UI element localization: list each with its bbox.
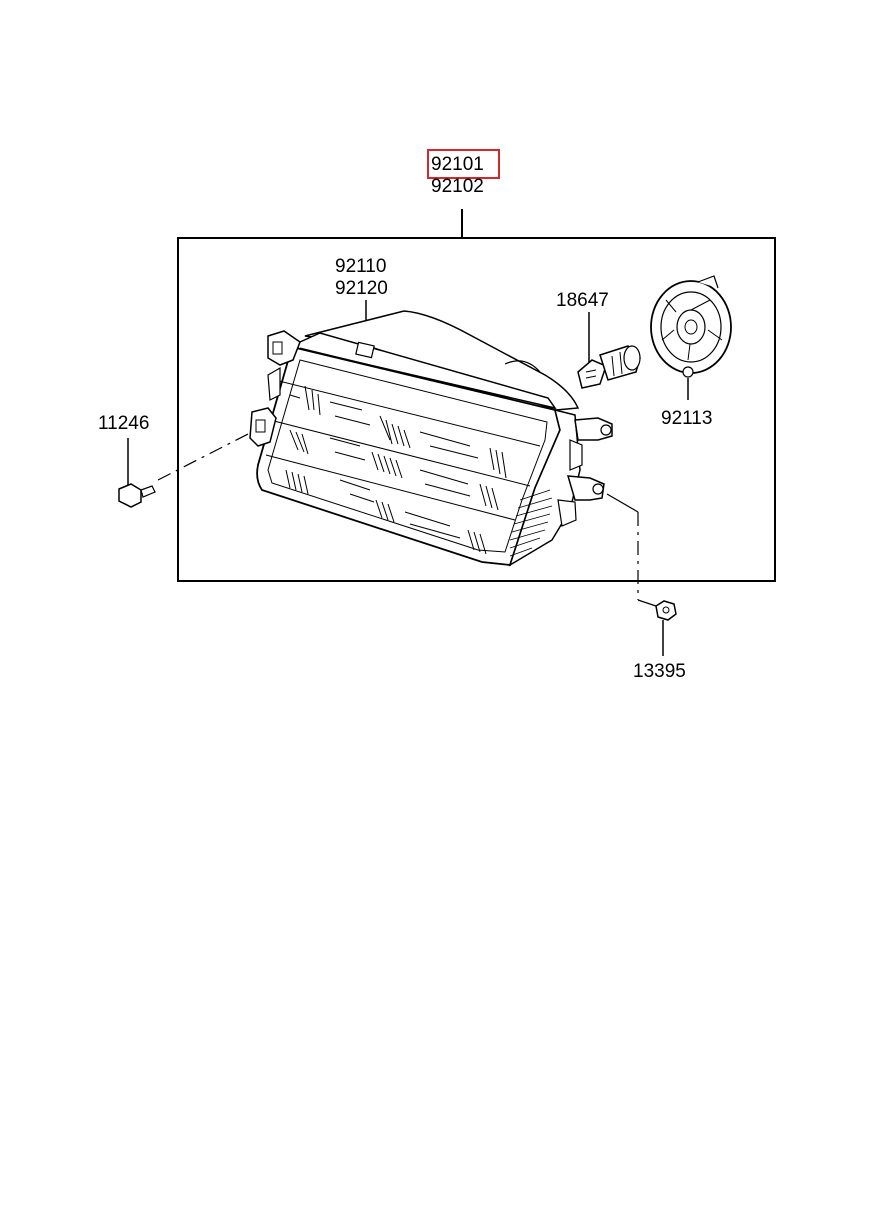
nut-drawing — [655, 600, 677, 621]
part-number-92101[interactable]: 92101 — [431, 154, 484, 175]
part-number-92110[interactable]: 92110 — [335, 256, 386, 277]
part-number-92113[interactable]: 92113 — [661, 408, 712, 429]
bulb-drawing — [577, 345, 641, 389]
nut-center-line-c — [637, 599, 657, 607]
socket-cover-drawing — [650, 275, 732, 378]
headlamp-housing-drawing — [249, 310, 613, 567]
part-number-13395[interactable]: 13395 — [633, 661, 686, 682]
part-number-92102[interactable]: 92102 — [431, 176, 484, 197]
part-number-18647[interactable]: 18647 — [556, 290, 609, 311]
assembly-group-frame — [177, 237, 776, 582]
screw-drawing — [118, 483, 156, 508]
part-number-92120[interactable]: 92120 — [335, 278, 388, 299]
screw-center-line — [157, 431, 253, 481]
nut-center-line-a — [606, 493, 639, 513]
selected-part-highlight — [427, 149, 500, 179]
part-number-11246[interactable]: 11246 — [98, 413, 149, 434]
